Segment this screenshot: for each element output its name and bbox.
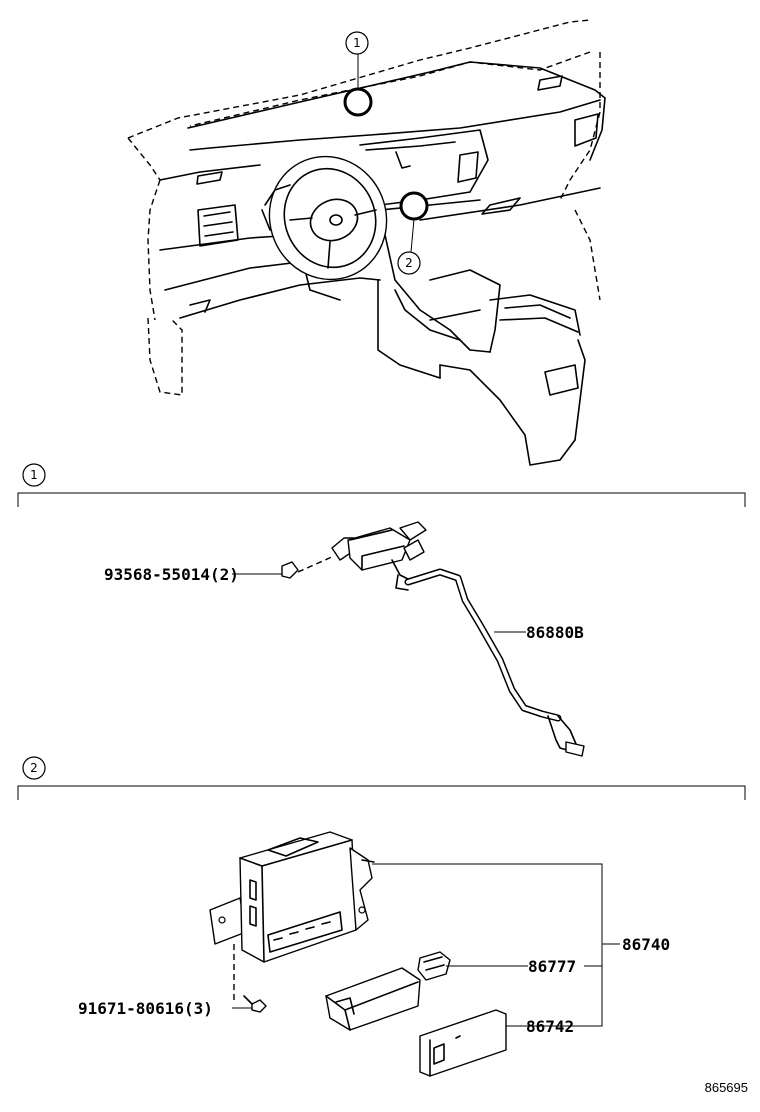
- svg-text:2: 2: [405, 256, 413, 270]
- part-label-91671-80616: 91671-80616(3): [78, 999, 213, 1018]
- part-label-86740: 86740: [622, 935, 670, 954]
- figure-number: 865695: [705, 1080, 748, 1095]
- callout-1-overview: 1: [345, 31, 369, 55]
- part-label-86777: 86777: [528, 957, 576, 976]
- ecu-module-86740: [209, 831, 375, 963]
- section-1-number: 1: [30, 468, 38, 482]
- cover-86742: [419, 1009, 507, 1077]
- wire-harness-86880b: [404, 568, 585, 757]
- section-2-bracket: [17, 785, 746, 800]
- callout-2-overview: 2: [397, 251, 421, 275]
- steering-wheel: [268, 155, 388, 281]
- section-2-number: 2: [30, 761, 38, 775]
- part-label-86742: 86742: [526, 1017, 574, 1036]
- part-label-86880b: 86880B: [526, 623, 584, 642]
- section-1-bracket: [17, 492, 746, 507]
- section-2: 2: [17, 756, 746, 1077]
- connector-86777: [325, 951, 451, 1031]
- screw-91671: [233, 944, 267, 1013]
- svg-text:1: 1: [353, 36, 361, 50]
- part-label-93568-55014: 93568-55014(2): [104, 565, 239, 584]
- dashboard-illustration: [127, 19, 606, 466]
- section-1: 1 93568-55014(2) 86880B: [17, 463, 746, 757]
- clip-93568: [281, 555, 335, 579]
- sensor-module: [331, 521, 427, 591]
